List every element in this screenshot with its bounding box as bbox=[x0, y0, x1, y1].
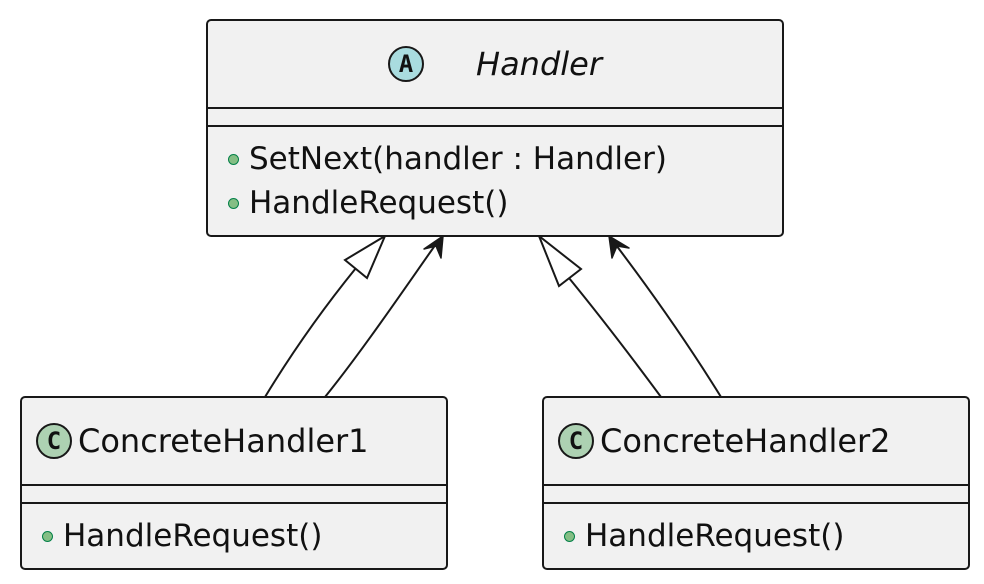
public-visibility-icon bbox=[42, 530, 53, 542]
method-item: SetNext(handler : Handler) bbox=[208, 137, 782, 181]
method-list: HandleRequest() bbox=[22, 514, 446, 558]
generalization-arrowhead bbox=[536, 232, 583, 288]
class-concrete-handler-2[interactable]: C ConcreteHandler2 HandleRequest() bbox=[542, 396, 970, 570]
public-visibility-icon bbox=[228, 197, 239, 209]
class-icon: C bbox=[36, 423, 72, 459]
class-handler[interactable]: A Handler SetNext(handler : Handler) Han… bbox=[206, 19, 784, 237]
class-name: Handler bbox=[476, 45, 602, 83]
methods-divider bbox=[544, 502, 968, 504]
method-signature: HandleRequest() bbox=[585, 518, 845, 554]
generalization-arrowhead bbox=[343, 233, 388, 280]
association-arrowhead bbox=[423, 235, 444, 259]
generalization-concrete2-handler bbox=[536, 232, 662, 398]
method-item: HandleRequest() bbox=[22, 514, 446, 558]
generalization-concrete1-handler bbox=[264, 233, 388, 398]
method-item: HandleRequest() bbox=[208, 181, 782, 225]
class-header: C ConcreteHandler1 bbox=[22, 398, 446, 484]
class-header: A Handler bbox=[208, 21, 782, 107]
method-signature: SetNext(handler : Handler) bbox=[249, 141, 667, 177]
method-list: HandleRequest() bbox=[544, 514, 968, 558]
class-icon: C bbox=[558, 423, 594, 459]
abstract-class-icon: A bbox=[388, 46, 424, 82]
method-list: SetNext(handler : Handler) HandleRequest… bbox=[208, 137, 782, 225]
association-concrete2-handler bbox=[608, 235, 722, 398]
class-concrete-handler-1[interactable]: C ConcreteHandler1 HandleRequest() bbox=[20, 396, 448, 570]
attributes-divider bbox=[22, 484, 446, 486]
association-concrete1-handler bbox=[324, 235, 444, 398]
methods-divider bbox=[208, 125, 782, 127]
method-item: HandleRequest() bbox=[544, 514, 968, 558]
class-header: C ConcreteHandler2 bbox=[544, 398, 968, 484]
association-arrowhead bbox=[608, 235, 630, 259]
class-name: ConcreteHandler1 bbox=[78, 422, 369, 460]
public-visibility-icon bbox=[228, 153, 239, 165]
public-visibility-icon bbox=[564, 530, 575, 542]
method-signature: HandleRequest() bbox=[249, 185, 509, 221]
attributes-divider bbox=[544, 484, 968, 486]
method-signature: HandleRequest() bbox=[63, 518, 323, 554]
attributes-divider bbox=[208, 107, 782, 109]
methods-divider bbox=[22, 502, 446, 504]
class-name: ConcreteHandler2 bbox=[600, 422, 891, 460]
